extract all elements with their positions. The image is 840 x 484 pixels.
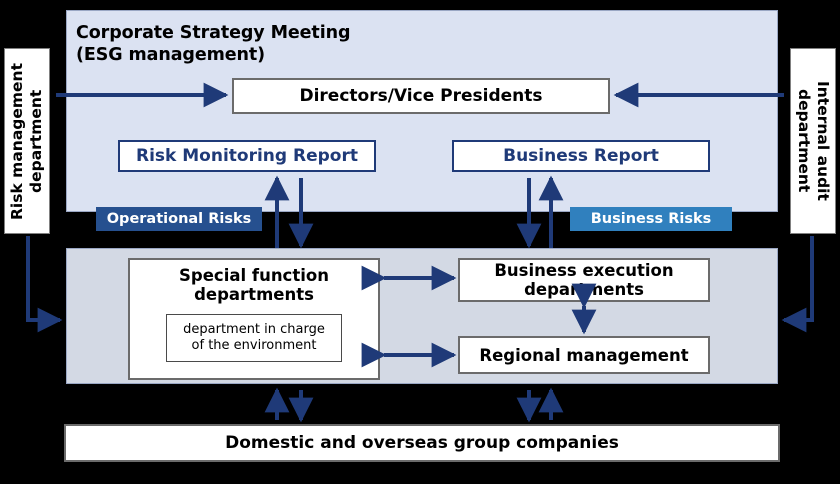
page-title-line2: (ESG management): [76, 45, 266, 66]
regional-management-box[interactable]: Regional management: [458, 336, 710, 374]
page-title: Corporate Strategy Meeting (ESG manageme…: [76, 22, 496, 67]
risk-monitoring-report-label: Risk Monitoring Report: [136, 146, 358, 166]
operational-risks-label: Operational Risks: [106, 211, 252, 227]
business-risks-badge: Business Risks: [570, 207, 732, 231]
operational-risks-badge: Operational Risks: [96, 207, 262, 231]
internal-audit-department-box[interactable]: Internal audit department: [790, 48, 836, 234]
business-report-label: Business Report: [503, 146, 659, 166]
regional-management-label: Regional management: [479, 345, 689, 365]
business-risks-label: Business Risks: [590, 211, 712, 227]
internal-audit-department-label: Internal audit department: [795, 81, 832, 201]
directors-vice-presidents-label: Directors/Vice Presidents: [299, 86, 543, 106]
risk-management-department-label: Risk management department: [8, 62, 45, 220]
risk-monitoring-report-box[interactable]: Risk Monitoring Report: [118, 140, 376, 172]
business-execution-departments-label: Business execution departments: [494, 260, 674, 299]
arrow-risk-mgmt-to-operations: [26, 236, 63, 333]
page-title-line1: Corporate Strategy Meeting: [76, 23, 351, 43]
risk-management-department-box[interactable]: Risk management department: [4, 48, 50, 234]
arrow-internal-audit-to-operations: [781, 236, 814, 333]
business-report-box[interactable]: Business Report: [452, 140, 710, 172]
directors-vice-presidents-box[interactable]: Directors/Vice Presidents: [232, 78, 610, 114]
environment-department-box[interactable]: department in charge of the environment: [166, 313, 342, 362]
special-function-departments-label: Special function departments: [179, 266, 329, 305]
group-companies-label: Domestic and overseas group companies: [225, 433, 619, 453]
group-companies-box[interactable]: Domestic and overseas group companies: [64, 424, 780, 462]
special-function-departments-box[interactable]: Special function departments department …: [128, 258, 380, 380]
business-execution-departments-box[interactable]: Business execution departments: [458, 258, 710, 302]
environment-department-label: department in charge of the environment: [183, 322, 325, 353]
